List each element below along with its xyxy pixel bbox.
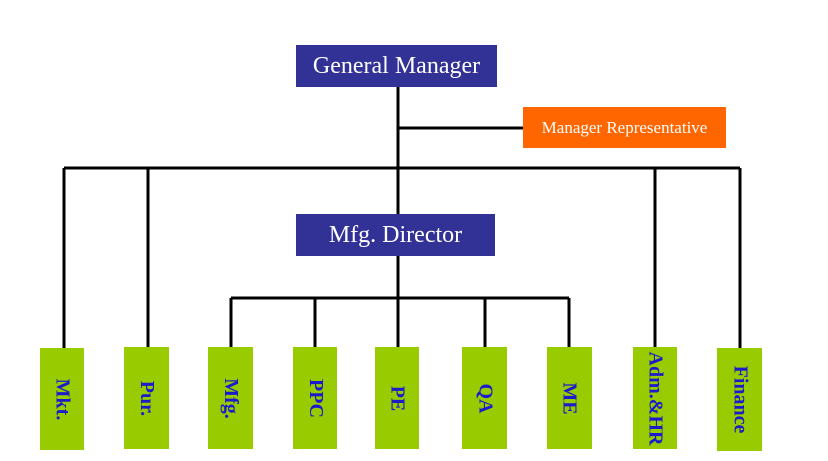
department-box-qa: QA	[462, 347, 507, 449]
department-box-adm-hr: Adm.&HR	[633, 347, 677, 449]
department-label-me: ME	[559, 381, 581, 415]
general-manager-label: General Manager	[312, 52, 481, 79]
department-box-finance: Finance	[717, 348, 762, 451]
department-label-adm-hr: Adm.&HR	[644, 351, 667, 445]
department-label-finance: Finance	[729, 365, 751, 434]
mfg-director-label: Mfg. Director	[328, 221, 463, 248]
department-box-me: ME	[547, 347, 592, 449]
department-label-pur: Pur.	[135, 380, 158, 416]
department-label-ppc: PPC	[304, 378, 327, 418]
department-box-mfg: Mfg.	[208, 347, 253, 449]
department-box-mkt: Mkt.	[40, 348, 84, 450]
mfg-director-box: Mfg. Director	[296, 214, 495, 256]
department-label-qa: QA	[474, 383, 496, 413]
department-label-mfg: Mfg.	[219, 377, 242, 419]
general-manager-box: General Manager	[296, 45, 497, 87]
department-box-pur: Pur.	[124, 347, 169, 449]
manager-representative-box: Manager Representative	[523, 107, 726, 148]
manager-representative-label: Manager Representative	[541, 117, 708, 137]
department-box-ppc: PPC	[293, 347, 337, 449]
department-box-pe: PE	[375, 347, 419, 449]
department-label-mkt: Mkt.	[51, 378, 74, 420]
department-label-pe: PE	[386, 385, 409, 411]
